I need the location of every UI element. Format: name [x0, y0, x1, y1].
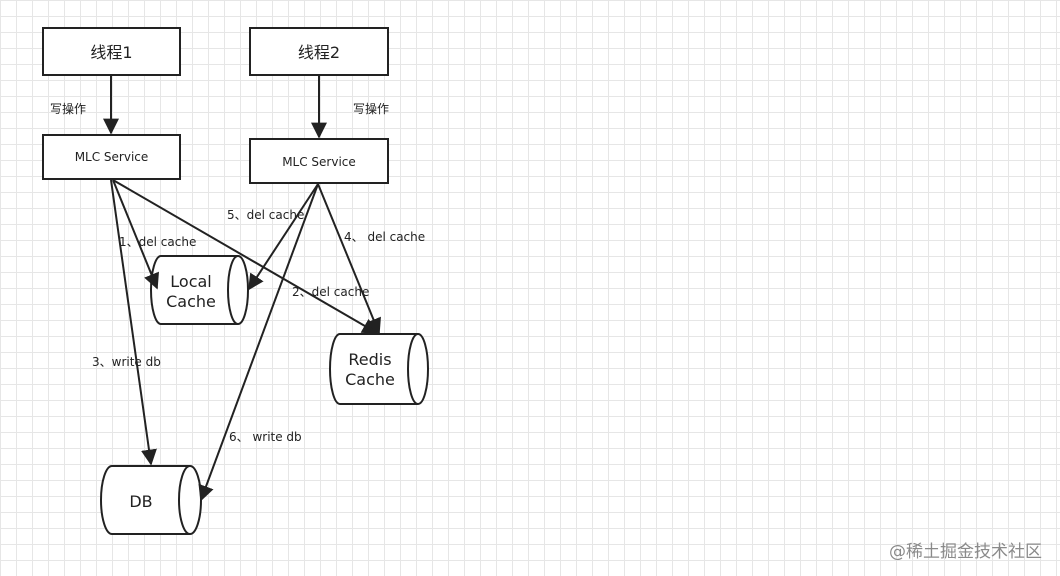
mlc-service-1-label: MLC Service: [75, 150, 149, 164]
write-op-label-1: 写操作: [50, 101, 86, 116]
watermark: @稀土掘金技术社区: [889, 542, 1042, 562]
edges: [103, 75, 381, 502]
local-cache-label-line1: Local: [170, 272, 211, 291]
db-label: DB: [129, 492, 152, 511]
edge-step6: [198, 183, 319, 502]
redis-cache-node: Redis Cache: [329, 333, 429, 405]
thread2-label: 线程2: [298, 43, 340, 62]
redis-cache-label-line1: Redis: [348, 350, 391, 369]
thread1-node: 线程1: [42, 27, 181, 76]
thread1-label: 线程1: [90, 43, 132, 62]
local-cache-node: Local Cache: [150, 255, 249, 325]
step1-label: 1、del cache: [119, 235, 196, 249]
edge-step3: [110, 179, 157, 466]
mlc-service-2-label: MLC Service: [282, 155, 356, 169]
thread2-node: 线程2: [249, 27, 389, 76]
step3-label: 3、write db: [92, 355, 161, 369]
edge-step1: [112, 179, 159, 290]
mlc-service-2-node: MLC Service: [249, 138, 389, 184]
edge-step2: [112, 179, 379, 334]
step2-label: 2、del cache: [292, 285, 369, 299]
step5-label: 5、del cache: [227, 208, 304, 222]
step6-label: 6、 write db: [229, 430, 302, 444]
edge-step4: [317, 183, 381, 335]
local-cache-label-line2: Cache: [166, 292, 216, 311]
mlc-service-1-node: MLC Service: [42, 134, 181, 180]
db-node: DB: [100, 465, 202, 535]
edge-step5: [248, 183, 319, 291]
redis-cache-label-line2: Cache: [345, 370, 395, 389]
step4-label: 4、 del cache: [344, 230, 425, 244]
write-op-label-2: 写操作: [353, 101, 389, 116]
